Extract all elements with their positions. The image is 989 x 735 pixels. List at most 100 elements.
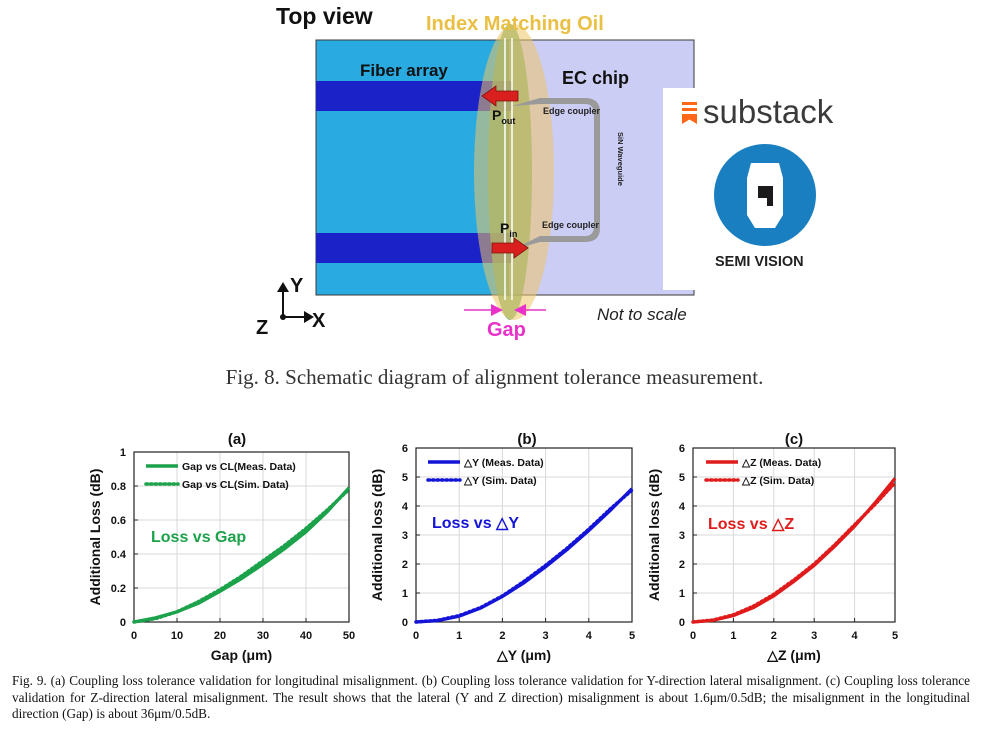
axis-z-label: Z [256, 317, 268, 339]
x-axis-title: Gap (μm) [211, 647, 272, 663]
y-tick-label: 0 [120, 617, 126, 629]
y-tick-label: 6 [402, 443, 408, 455]
x-tick-label: 0 [690, 630, 696, 642]
ec-chip-label: EC chip [562, 68, 629, 88]
x-tick-label: 0 [131, 630, 137, 642]
x-tick-label: 10 [171, 630, 183, 642]
waveguide-label: SiN Waveguide [616, 132, 625, 186]
x-axis-title: △Z (μm) [766, 647, 821, 663]
y-tick-label: 0 [402, 617, 408, 629]
p-in-subscript: in [509, 229, 517, 239]
x-tick-label: 3 [543, 630, 549, 642]
y-tick-label: 5 [402, 472, 408, 484]
legend-label: Gap vs CL(Meas. Data) [182, 461, 296, 473]
plot-frame [133, 451, 350, 623]
substack-brand: substack [703, 93, 834, 130]
axis-x-label: X [312, 310, 326, 332]
watermark-panel: substack SEMI VISION [663, 88, 859, 290]
y-tick-label: 0.8 [111, 481, 126, 493]
y-tick-label: 0.6 [111, 515, 126, 527]
x-tick-label: 50 [343, 630, 355, 642]
legend-label: △Z (Sim. Data) [741, 475, 814, 487]
y-axis-title: Additional loss (dB) [369, 469, 385, 601]
y-tick-label: 4 [679, 501, 686, 513]
y-tick-label: 5 [679, 472, 685, 484]
y-tick-label: 3 [679, 530, 685, 542]
y-axis-title: Additional Loss (dB) [87, 469, 103, 606]
x-tick-label: 4 [586, 630, 593, 642]
legend-label: Gap vs CL(Sim. Data) [182, 479, 289, 491]
y-tick-label: 3 [402, 530, 408, 542]
series-meas-line [692, 477, 897, 624]
figure-8-caption: Fig. 8. Schematic diagram of alignment t… [225, 365, 764, 389]
y-tick-label: 0.2 [111, 583, 126, 595]
series-sim-line [132, 487, 351, 624]
y-tick-label: 6 [679, 443, 685, 455]
x-tick-label: 40 [300, 630, 312, 642]
semi-vision-logo-icon [714, 144, 816, 246]
axis-z-dot-icon [280, 314, 286, 320]
fiber-array-label: Fiber array [360, 61, 448, 80]
edge-coupler-top-label: Edge coupler [543, 106, 601, 116]
figure-9-caption: Fig. 9. (a) Coupling loss tolerance vali… [12, 673, 970, 721]
x-tick-label: 5 [892, 630, 898, 642]
x-tick-label: 3 [811, 630, 817, 642]
series-meas-line [133, 486, 351, 624]
y-tick-label: 1 [679, 588, 685, 600]
panel-label: (c) [785, 431, 803, 448]
axis-y-label: Y [290, 275, 304, 297]
axis-x-arrowhead-icon [304, 311, 314, 323]
chart-annotation: Loss vs Gap [151, 529, 246, 546]
oil-region-orange [474, 24, 554, 320]
p-in-label: Pin [500, 220, 517, 239]
p-in-arrow [491, 237, 529, 259]
chart-b: 0 1 2 3 4 5 0 1 2 3 4 5 6 △Y (μm) Additional loss (dB)… [369, 431, 635, 663]
y-tick-label: 2 [679, 559, 685, 571]
y-tick-label: 0 [679, 617, 685, 629]
y-tick-label: 1 [120, 447, 126, 459]
p-out-arrow [481, 85, 519, 107]
y-tick-label: 0.4 [111, 549, 127, 561]
panel-label: (b) [517, 431, 536, 448]
x-tick-label: 2 [499, 630, 505, 642]
x-tick-label: 2 [771, 630, 777, 642]
y-tick-label: 2 [402, 559, 408, 571]
legend-label: △Y (Sim. Data) [463, 475, 537, 487]
x-tick-label: 30 [257, 630, 269, 642]
semi-vision-text: SEMI VISION [715, 254, 804, 270]
x-tick-label: 4 [852, 630, 859, 642]
gap-label: Gap [487, 319, 526, 341]
p-out-label: Pout [492, 107, 515, 126]
axis-y-arrowhead-icon [277, 282, 289, 292]
series-sim-line [414, 488, 634, 624]
oil-label: Index Matching Oil [426, 13, 604, 35]
p-out-subscript: out [501, 116, 515, 126]
legend-label: △Z (Meas. Data) [741, 457, 821, 469]
x-tick-label: 5 [629, 630, 635, 642]
x-tick-label: 20 [214, 630, 226, 642]
series-sim-line [691, 481, 897, 624]
x-axis-title: △Y (μm) [496, 647, 551, 663]
chart-c: 0 1 2 3 4 5 0 1 2 3 4 5 6 △Z (μm) Additional loss (dB)… [646, 431, 898, 663]
x-tick-label: 1 [730, 630, 736, 642]
edge-coupler-bottom-label: Edge coupler [542, 220, 600, 230]
chart-annotation: Loss vs △Y [432, 515, 519, 532]
y-tick-label: 1 [402, 588, 408, 600]
not-to-scale-label: Not to scale [597, 305, 687, 324]
x-tick-label: 1 [456, 630, 462, 642]
watermark-graphic: substack SEMI VISION [682, 93, 834, 270]
figure-8-schematic: Top view Index Matching Oil Fiber array … [256, 3, 695, 341]
chart-annotation: Loss vs △Z [708, 516, 794, 533]
panel-label: (a) [228, 431, 246, 448]
substack-icon [682, 102, 697, 124]
legend-label: △Y (Meas. Data) [463, 457, 544, 469]
top-view-label: Top view [276, 3, 373, 29]
y-axis-title: Additional loss (dB) [646, 469, 662, 601]
y-tick-label: 4 [402, 501, 409, 513]
sin-waveguide [512, 98, 600, 250]
series-meas-line [415, 487, 634, 624]
x-tick-label: 0 [413, 630, 419, 642]
